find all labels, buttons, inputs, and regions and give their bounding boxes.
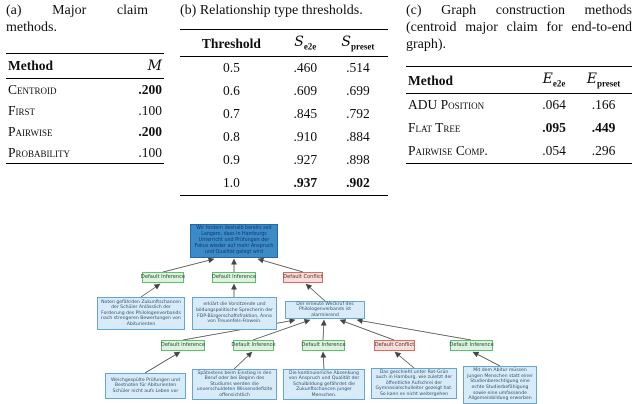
relation-label-conflict-2: Default Conflict — [374, 340, 415, 351]
table-cell: 0.9 — [222, 152, 240, 168]
adu-node-erklaert: erklärt die Vorsitzende und bildungspoli… — [192, 297, 277, 330]
edge-arrow — [356, 318, 472, 341]
table-row: ADU Position .064 .166 — [406, 93, 632, 117]
table-cell: .609 — [293, 83, 318, 99]
table-cell: .902 — [346, 175, 370, 191]
table-cell: Probability — [8, 144, 71, 160]
table-cell: .166 — [591, 97, 616, 113]
column-header: Method — [6, 53, 118, 80]
table-row: Centroid .200 — [6, 79, 164, 101]
edge-arrow — [339, 319, 395, 341]
edge-arrow — [144, 351, 181, 374]
table-cell: .792 — [346, 106, 370, 122]
table-cell: .200 — [138, 123, 162, 139]
adu-node-rotgruen: Das geschieht unter Rot-Grün auch in Ham… — [371, 368, 457, 399]
table-row: Probability .100 — [6, 142, 164, 164]
table-cell: .100 — [138, 102, 162, 118]
column-header: M — [117, 53, 164, 80]
column-header: Threshold — [180, 29, 283, 57]
table-cell: Flat Tree — [408, 120, 461, 136]
panel-c-caption: (c) Graph construction methods (centroid… — [406, 3, 632, 53]
table-cell: Pairwise — [8, 123, 53, 139]
edge-arrow — [233, 351, 253, 370]
column-header: Epreset — [575, 66, 632, 94]
table-cell: ADU Position — [408, 97, 485, 113]
table-cell: .095 — [542, 120, 566, 136]
table-cell: .460 — [293, 60, 318, 76]
adu-node-abitur: Mit dem Abitur müssen jungen Menschen st… — [463, 366, 537, 404]
table-row: 1.0 .937 .902 — [180, 172, 388, 196]
adu-node-absenkung: Die kontinuierliche Absenkung von Anspru… — [283, 369, 365, 400]
adu-node-spaetestens: Spätestens beim Einstieg in den Beruf od… — [192, 369, 277, 400]
edge-arrow — [257, 257, 304, 273]
column-header: Ee2e — [533, 66, 575, 94]
table-row: Flat Tree .095 .449 — [406, 117, 632, 140]
relation-label-inference-1: Default Inference — [141, 272, 185, 283]
major-claim-node: Wir fordern deshalb bereits seit Langem,… — [190, 224, 278, 258]
relation-label-inference-3: Default Inference — [161, 340, 205, 351]
table-cell: 1.0 — [222, 175, 240, 191]
table-row: 0.9 .927 .898 — [180, 149, 388, 172]
table-cell: .054 — [542, 143, 566, 159]
panel-a-caption: (a) Major claim methods. — [6, 3, 148, 36]
table-row: 0.8 .910 .884 — [180, 126, 388, 149]
table-cell: .100 — [138, 144, 162, 160]
table-cell: .910 — [293, 129, 318, 145]
edge-arrow — [394, 351, 415, 369]
table-cell: .514 — [346, 60, 370, 76]
relation-label-conflict-1: Default Conflict — [283, 272, 323, 283]
table-cell: .845 — [293, 106, 318, 122]
column-header: Method — [406, 66, 534, 94]
table-row: Pairwise Comp. .054 .296 — [406, 140, 632, 164]
panel-b-caption: (b) Relationship type thresholds. — [180, 3, 363, 18]
table-cell: .296 — [591, 143, 616, 159]
table-row: 0.7 .845 .792 — [180, 103, 388, 126]
relation-label-inference-4: Default Inference — [231, 340, 276, 351]
relation-label-inference-5: Default Inference — [301, 340, 346, 351]
table-cell: .449 — [591, 120, 616, 136]
edge-arrow — [320, 319, 327, 341]
edge-arrow — [320, 351, 327, 370]
table-cell: 0.5 — [222, 60, 240, 76]
table-cell: .927 — [293, 152, 318, 168]
table-cell: .884 — [346, 129, 370, 145]
adu-node-noten: Noten gefährden Zukunftschancen der Schü… — [97, 297, 185, 330]
column-header: Se2e — [282, 29, 328, 57]
column-header: Spreset — [327, 29, 388, 57]
table-row: 0.6 .609 .699 — [180, 80, 388, 103]
table-cell: First — [8, 102, 36, 118]
table-cell: 0.7 — [222, 106, 240, 122]
edge-arrow — [472, 351, 501, 367]
table-cell: .937 — [293, 175, 318, 191]
table-cell: 0.6 — [222, 83, 240, 99]
panel-b: (b) Relationship type thresholds. Thresh… — [180, 2, 388, 196]
adu-node-weichgespuelte: Weichgespülte Prüfungen und Bestnoten fü… — [105, 373, 186, 399]
panel-c: (c) Graph construction methods (centroid… — [406, 2, 632, 164]
table-row: 0.5 .460 .514 — [180, 56, 388, 80]
relation-label-inference-2: Default Inference — [212, 272, 256, 283]
table-cell: 0.8 — [222, 129, 240, 145]
table-cell: .699 — [346, 83, 370, 99]
table-cell: .200 — [138, 81, 162, 97]
table-cell: Pairwise Comp. — [408, 143, 488, 159]
table-row: First .100 — [6, 100, 164, 121]
edge-arrow — [140, 283, 161, 298]
adu-node-weckruf: Der erneute Weckruf des Philologenverban… — [285, 301, 365, 319]
edge-arrow — [305, 283, 326, 302]
relation-label-inference-6: Default Inference — [449, 340, 494, 351]
table-row: Pairwise .200 — [6, 121, 164, 142]
table-cell: .064 — [542, 97, 566, 113]
table-cell: .898 — [346, 152, 370, 168]
edge-arrow — [162, 257, 215, 273]
table-cell: Centroid — [8, 81, 57, 97]
